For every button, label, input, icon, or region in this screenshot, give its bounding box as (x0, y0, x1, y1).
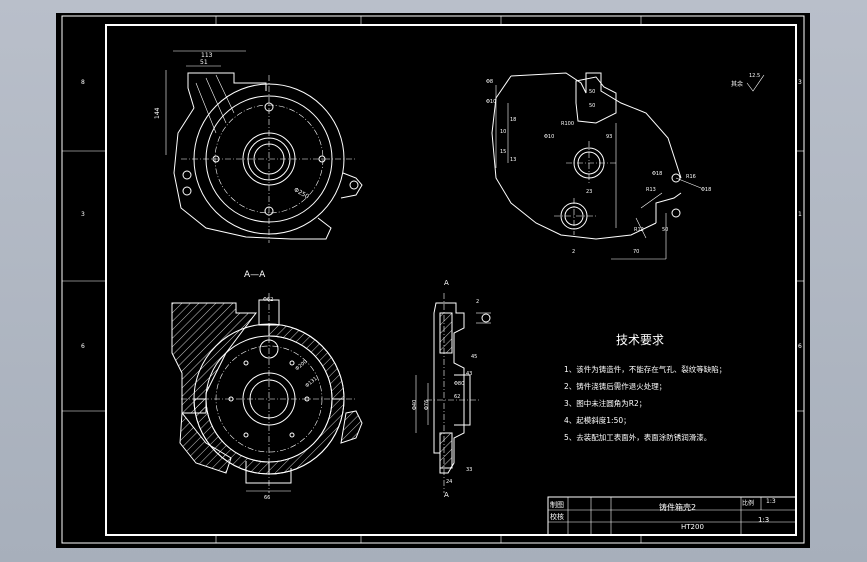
zone-ticks (62, 16, 804, 543)
dim-s5: Φ80 (454, 381, 464, 387)
dim-r1: Φ8 (486, 79, 493, 85)
dim-r11: 23 (586, 189, 592, 195)
dim-r18: 50 (662, 227, 668, 233)
dim-top-51: 51 (200, 59, 208, 66)
tech-item-3: 3、图中未注圆角为R2； (564, 399, 647, 408)
dim-r4: 15 (500, 149, 506, 155)
front-view: 113 51 144 Φ250 (154, 50, 363, 243)
cut-label-top: A (444, 279, 449, 287)
dim-r20: 2 (572, 249, 575, 255)
zone-right-2: 1 (798, 211, 802, 218)
cut-label-bottom: A (444, 491, 449, 499)
dim-s6: 62 (454, 394, 460, 400)
scale-label: 比例 (742, 500, 755, 507)
roughness-symbol (746, 74, 765, 92)
dim-top-dia: Φ250 (293, 186, 311, 200)
dim-s1: 2 (476, 299, 479, 305)
tech-title: 技术要求 (616, 333, 665, 347)
material: HT200 (681, 523, 704, 531)
dim-r3: 10 (500, 129, 506, 135)
title-block (547, 496, 797, 536)
dim-r19: 70 (633, 249, 639, 255)
dim-b2: Φ200 (294, 359, 308, 372)
tech-item-4: 4、起模斜度1:50； (564, 416, 631, 425)
dim-r14: R16 (686, 174, 696, 180)
dim-top-144: 144 (154, 107, 161, 119)
dim-r7: Φ10 (544, 134, 554, 140)
zone-left-1: 8 (81, 79, 85, 86)
dim-r17: R12 (634, 227, 644, 233)
section-view: Φ62 Φ200 Φ131 66 (171, 293, 363, 501)
outer-frame (61, 15, 805, 544)
inner-frame (105, 24, 797, 536)
drawing-sheet[interactable]: 113 51 144 Φ250 Φ8 Φ10 10 15 18 13 Φ10 R… (56, 13, 810, 548)
tech-item-2: 2、铸件浇铸后需作退火处理； (564, 382, 667, 391)
zone-left-3: 6 (81, 343, 85, 350)
sheet-value: 1:3 (758, 516, 770, 524)
dim-r10: 50 (589, 103, 595, 109)
back-view: Φ8 Φ10 10 15 18 13 Φ10 R100 50 50 23 93 … (486, 72, 711, 260)
roughness-value: 12.5 (749, 73, 760, 79)
dim-r8: R100 (561, 121, 574, 127)
dim-r5: 18 (510, 117, 516, 123)
zone-right-1: 3 (798, 79, 802, 86)
zone-right-3: 6 (798, 343, 802, 350)
dim-r12: 93 (606, 134, 612, 140)
dim-b3: Φ131 (304, 376, 318, 389)
dim-r6: 13 (510, 157, 516, 163)
side-view: A A 2 45 Φ40 Φ76 Φ80 62 43 33 24 (412, 279, 491, 499)
dim-b1: Φ62 (263, 297, 273, 303)
zone-left-2: 3 (81, 211, 85, 218)
roughness-note: 其余 (731, 80, 743, 88)
section-label: A—A (244, 270, 266, 280)
dim-r13: Φ18 (652, 171, 662, 177)
part-name: 铸件箱壳2 (659, 503, 697, 512)
dim-s7: 43 (466, 371, 472, 377)
dim-r2: Φ10 (486, 99, 496, 105)
tech-item-1: 1、该件为铸造件，不能存在气孔、裂纹等缺陷； (564, 365, 727, 374)
dim-s8: 33 (466, 467, 472, 473)
dim-s3: Φ40 (412, 400, 418, 410)
dim-r15: R13 (646, 187, 656, 193)
dim-s9: 24 (446, 479, 452, 485)
dim-s2: 45 (471, 354, 477, 360)
drawn-label: 制图 (550, 501, 564, 509)
dim-b4: 66 (264, 495, 270, 501)
dim-top-113: 113 (201, 52, 213, 59)
dim-s4: Φ76 (424, 400, 430, 410)
cad-canvas[interactable]: 113 51 144 Φ250 Φ8 Φ10 10 15 18 13 Φ10 R… (56, 13, 810, 548)
tech-item-5: 5、去装配加工表面外，表面涂防锈润滑漆。 (564, 433, 712, 442)
dim-r9: 50 (589, 89, 595, 95)
scale-value: 1:3 (766, 498, 776, 505)
dim-r16: Φ18 (701, 187, 711, 193)
checked-label: 校核 (550, 513, 564, 521)
